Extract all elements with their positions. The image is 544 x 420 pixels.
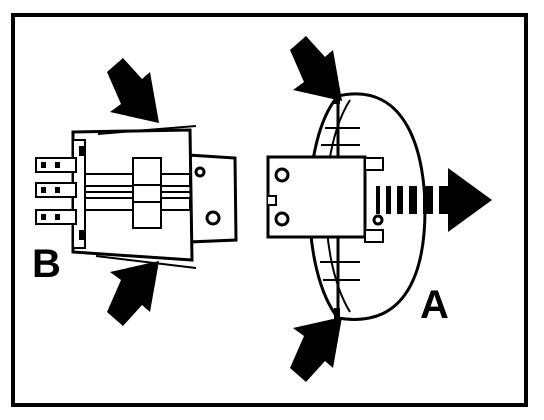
plate-screw-bottom [205,210,221,226]
arrow-a-top [290,36,342,101]
label-b: B [32,242,61,286]
latch-bottom [95,255,197,269]
connector-rear-plate [186,153,238,244]
cover-ribs [320,127,360,281]
push-arrow-icon [290,36,342,382]
cover-screw [372,214,384,226]
arrow-a-bottom [290,317,342,382]
connector-b [35,125,238,269]
cover-plate-hole-bottom [274,211,290,227]
cover-tab-top [364,157,384,171]
push-arrow-icon [107,58,159,326]
body-window [132,157,162,229]
plate-notch [268,195,277,206]
pull-direction-arrow-icon [376,168,492,232]
terminal-pins [35,157,77,225]
arrow-b-top [107,58,159,123]
latch-top [97,125,197,135]
cover-plate-hole-top [274,167,290,183]
label-a: A [420,283,449,327]
plate-screw-top [194,166,206,178]
cover-tab-bottom [364,229,384,243]
arrow-b-bottom [107,261,159,326]
